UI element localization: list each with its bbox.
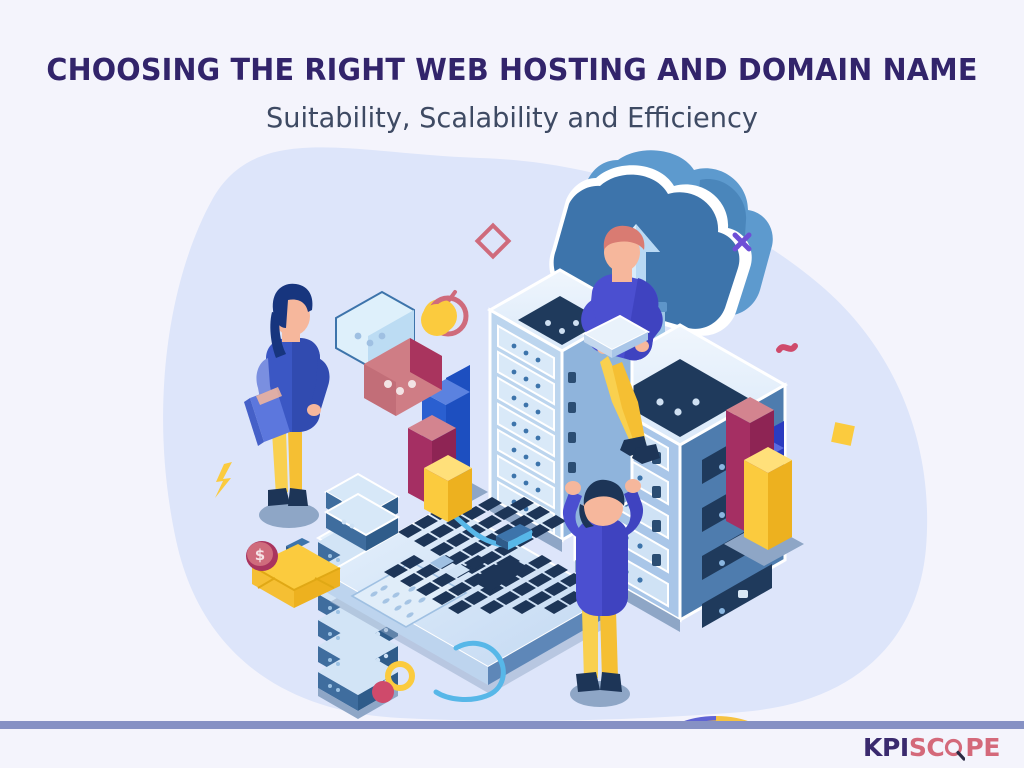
logo-sc: SC — [908, 733, 945, 762]
logo-kpi: KPI — [863, 733, 909, 762]
envelope — [251, 544, 341, 608]
footer — [0, 729, 1024, 768]
accent-dot — [372, 681, 394, 703]
accent-squiggle — [776, 343, 798, 353]
page-subtitle: Suitability, Scalability and Efficiency — [266, 100, 758, 134]
logo[interactable]: KPISC PE — [863, 733, 1000, 762]
bar-chart-right — [724, 397, 804, 566]
svg-text:$: $ — [255, 546, 265, 564]
footer-divider — [0, 721, 1024, 729]
character-standing — [562, 479, 644, 707]
accent-ring — [385, 661, 415, 691]
server-mini — [323, 472, 401, 551]
coin-badge: $ — [246, 541, 278, 571]
bar-chart-left — [408, 365, 488, 522]
magnifier-icon — [944, 737, 966, 761]
character-woman — [244, 283, 330, 528]
illustration: $ — [0, 140, 1024, 730]
server-rack-left — [486, 268, 636, 552]
chat-bubbles — [335, 290, 442, 416]
page-title: CHOOSING THE RIGHT WEB HOSTING AND DOMAI… — [46, 53, 978, 88]
accent-square — [831, 422, 855, 446]
logo-pe: PE — [965, 733, 1000, 762]
accent-bolt — [215, 462, 232, 498]
character-sitting — [581, 225, 663, 464]
accent-cross — [732, 232, 752, 252]
accent-shapes — [215, 222, 855, 703]
header: CHOOSING THE RIGHT WEB HOSTING AND DOMAI… — [0, 0, 1024, 134]
cable-plug — [496, 524, 532, 550]
accent-diamond — [474, 222, 512, 260]
